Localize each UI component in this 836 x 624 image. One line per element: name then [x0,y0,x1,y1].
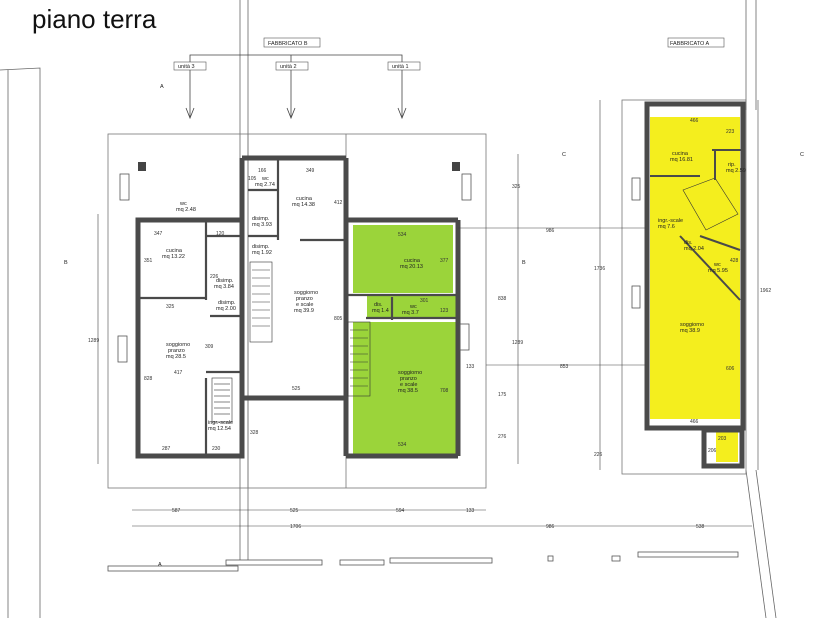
page-title: piano terra [32,4,157,34]
dim-label: 301 [420,298,429,304]
dim-label: 175 [498,392,507,398]
dim-label: 986 [546,228,555,234]
section-b-left: B [64,260,68,266]
dim-label: 133 [466,364,475,370]
room-unit3-disimp2: disimp.mq 2.00 [216,300,236,312]
dim-label: 351 [144,258,153,264]
building-b-label: FABBRICATO B [268,41,308,47]
dim-label: 828 [144,376,153,382]
site-strips [107,551,739,572]
dim-label: 230 [212,446,221,452]
room-a-dis: dis.mq 2.04 [684,240,704,252]
dim-label: 986 [546,524,555,530]
dim-label: 466 [690,419,699,425]
dim-label: 1289 [512,340,523,346]
stairs [211,177,739,423]
dim-label: 349 [306,168,315,174]
dim-label: 328 [250,430,259,436]
building-tags: FABBRICATO B FABBRICATO A unità 3 unità … [173,37,725,71]
room-unit1-dis: dis.mq 1.4 [372,302,389,314]
dim-label: 466 [690,118,699,124]
unit-1-fill [353,225,457,456]
dim-label: 805 [334,316,343,322]
dim-label: 708 [440,388,449,394]
unit-3-label: unità 3 [178,64,195,70]
partitions-building-a [650,149,742,301]
dim-label: 838 [498,296,507,302]
building-a-label: FABBRICATO A [670,41,710,47]
dim-label: 325 [512,184,521,190]
building-a-fill [650,117,740,462]
dim-label: 377 [440,258,449,264]
dim-label: 133 [466,508,475,514]
dim-label: 105 [248,176,257,182]
dim-label: 1962 [760,288,771,294]
building-outline-a [621,99,747,475]
dim-label: 166 [258,168,267,174]
section-markers: A A B B C C [64,84,804,568]
dim-label: 123 [440,308,449,314]
dim-label: 203 [718,436,727,442]
dim-label: 587 [172,508,181,514]
walls-building-a [644,101,746,469]
dim-label: 594 [396,508,405,514]
dim-label: 287 [162,446,171,452]
dimension-lines [97,100,759,527]
dim-label: 853 [560,364,569,370]
unit-1-label: unità 1 [392,64,409,70]
unit-2-label: unità 2 [280,64,297,70]
dim-label: 428 [730,258,739,264]
section-b-right: B [522,260,526,266]
walls-building-b [135,155,461,459]
dim-label: 325 [166,304,175,310]
dim-label: 120 [216,231,225,237]
dim-label: 417 [174,370,183,376]
dim-label: 525 [292,386,301,392]
dim-label: 534 [398,232,407,238]
dim-label: 226 [594,452,603,458]
dim-label: 309 [205,344,214,350]
dim-label: 1289 [88,338,99,344]
room-unit2-disimp2: disimp.mq 1.92 [252,244,272,256]
dim-label: 347 [154,231,163,237]
dim-label: 276 [498,434,507,440]
section-a-top: A [160,84,164,90]
section-a-bottom: A [158,562,162,568]
section-c-right: C [800,152,804,158]
room-a-rip: rip.mq 2.59 [726,162,746,174]
dim-label: 525 [290,508,299,514]
dim-label: 223 [726,129,735,135]
section-c-left: C [562,152,566,158]
dim-label: 412 [334,200,343,206]
dim-label: 1706 [290,524,301,530]
dim-label: 534 [398,442,407,448]
room-unit3-disimp1: disimp.mq 3.84 [214,278,234,290]
chimneys [138,162,460,171]
windows-outside [117,173,641,363]
dimension-labels: 347 120 226 351 325 309 417 828 1289 287… [88,118,771,530]
dim-label: 606 [726,366,735,372]
partitions-building-b [138,160,458,456]
dim-label: 1736 [594,266,605,272]
dim-label: 538 [696,524,705,530]
dim-label: 206 [708,448,717,454]
room-unit2-disimp1: disimp.mq 3.93 [252,216,272,228]
dim-label: 226 [210,274,219,280]
